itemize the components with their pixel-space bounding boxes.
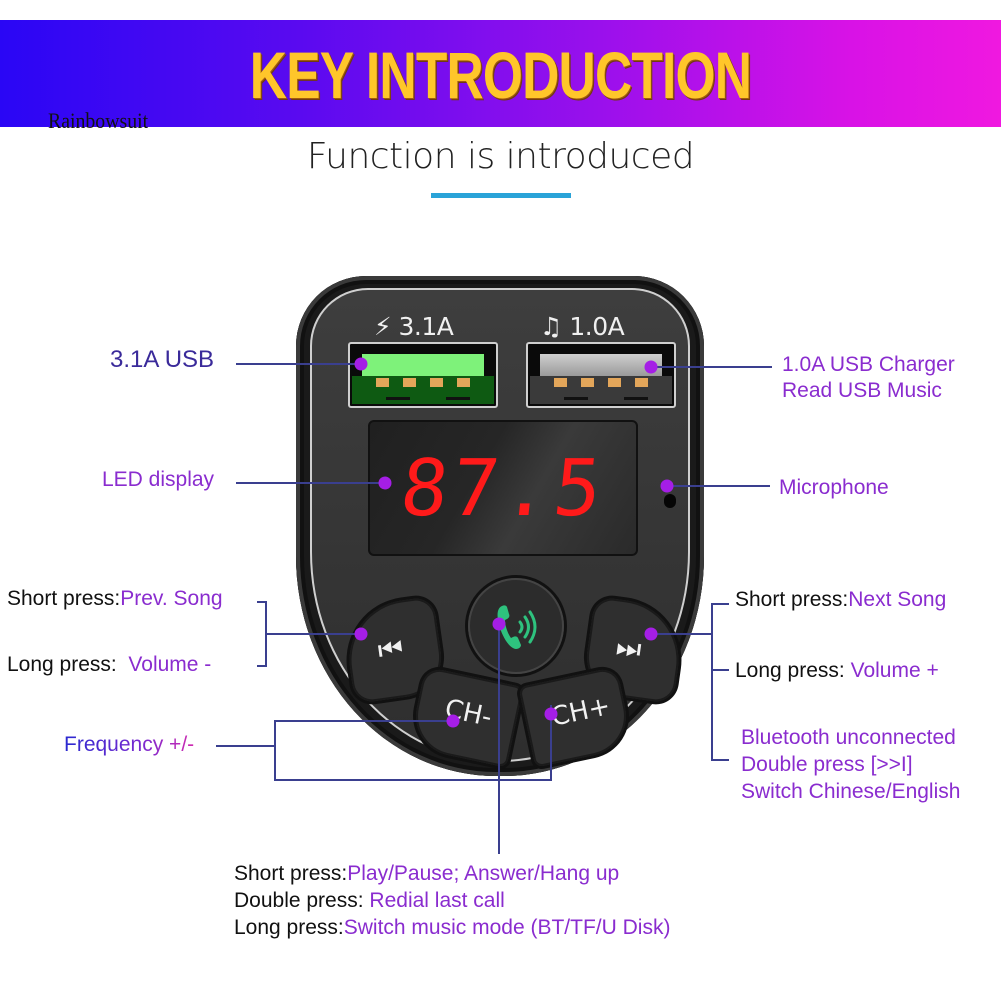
music-note-icon: ♫ xyxy=(540,312,562,341)
callout-line-prev xyxy=(266,633,360,635)
car-charger-device: ⚡ 3.1A ♫ 1.0A 87.5 xyxy=(296,276,704,776)
bracket-next-mid xyxy=(711,669,729,671)
callout-dot-usb-1-0a xyxy=(644,360,658,374)
callout-line-microphone xyxy=(668,485,770,487)
label-next-extra-2: Double press [>>I] xyxy=(741,753,913,776)
next-long-key: Long press: xyxy=(735,659,845,682)
page-subtitle: Function is introduced xyxy=(306,136,695,177)
callout-dot-call xyxy=(492,617,506,631)
label-call-double: Double press: Redial last call xyxy=(234,888,505,913)
call-double-key: Double press: xyxy=(234,889,364,912)
usb-base xyxy=(352,376,494,404)
next-long-value: Volume + xyxy=(850,659,939,682)
callout-dot-usb-3-1a xyxy=(354,357,368,371)
lightning-icon: ⚡ xyxy=(374,312,392,341)
prev-short-value: Prev. Song xyxy=(120,587,223,610)
bracket-frequency-vertical xyxy=(274,720,276,781)
label-frequency: Frequency +/- xyxy=(64,733,195,756)
label-prev-short: Short press:Prev. Song xyxy=(7,586,223,611)
call-play-button[interactable] xyxy=(468,578,564,674)
call-long-value: Switch music mode (BT/TF/U Disk) xyxy=(343,916,671,939)
label-usb-1-0a-line1: 1.0A USB Charger xyxy=(782,353,955,376)
call-long-key: Long press: xyxy=(234,916,344,939)
port-right-label: ♫ 1.0A xyxy=(540,312,625,341)
ch-plus-label: CH+ xyxy=(548,691,614,733)
label-call-short: Short press:Play/Pause; Answer/Hang up xyxy=(234,861,619,886)
label-prev-long: Long press: Volume - xyxy=(7,652,211,677)
bracket-next-vertical xyxy=(711,603,713,761)
device-face: ⚡ 3.1A ♫ 1.0A 87.5 xyxy=(310,288,690,768)
next-short-value: Next Song xyxy=(848,588,947,611)
call-double-value: Redial last call xyxy=(369,889,505,912)
label-microphone: Microphone xyxy=(779,476,889,499)
next-short-key: Short press: xyxy=(735,588,849,611)
header-banner: KEY INTRODUCTION xyxy=(0,20,1001,127)
port-left-amps: 3.1A xyxy=(398,312,454,341)
phone-bluetooth-icon xyxy=(497,605,537,649)
rewind-icon: ⏮ xyxy=(375,630,406,668)
usb-base xyxy=(530,376,672,404)
led-display: 87.5 xyxy=(368,420,638,556)
channel-plus-button[interactable]: CH+ xyxy=(518,666,634,768)
prev-long-key: Long press: xyxy=(7,653,117,676)
prev-short-key: Short press: xyxy=(7,587,121,610)
callout-line-next xyxy=(652,633,712,635)
callout-line-usb-3-1a xyxy=(236,363,360,365)
label-next-short: Short press:Next Song xyxy=(735,587,946,612)
callout-dot-led xyxy=(378,476,392,490)
banner-title: KEY INTRODUCTION xyxy=(249,38,752,112)
display-frequency: 87.5 xyxy=(396,444,610,534)
bracket-frequency-top xyxy=(274,720,454,722)
call-short-value: Play/Pause; Answer/Hang up xyxy=(347,862,620,885)
port-right-amps: 1.0A xyxy=(569,312,625,341)
usb-tongue xyxy=(540,354,662,376)
subtitle-underline xyxy=(431,193,571,198)
bracket-prev-bottom xyxy=(257,665,266,667)
bracket-next-top xyxy=(711,603,729,605)
usb-pins xyxy=(554,378,648,387)
callout-dot-prev xyxy=(354,627,368,641)
prev-long-value: Volume - xyxy=(128,653,212,676)
callout-dot-microphone xyxy=(660,479,674,493)
label-next-long: Long press: Volume + xyxy=(735,658,939,683)
label-call-long: Long press:Switch music mode (BT/TF/U Di… xyxy=(234,915,670,940)
label-next-extra-1: Bluetooth unconnected xyxy=(741,726,956,749)
callout-dot-ch-plus xyxy=(544,707,558,721)
label-next-extra-3: Switch Chinese/English xyxy=(741,780,961,803)
microphone-hole xyxy=(664,494,676,508)
bracket-frequency-bottom xyxy=(274,779,551,781)
bracket-next-bottom xyxy=(711,759,729,761)
callout-line-call xyxy=(498,624,500,854)
label-usb-3-1a: 3.1A USB xyxy=(110,346,215,373)
callout-dot-next xyxy=(644,627,658,641)
usb-pins xyxy=(376,378,470,387)
usb-port-3-1a[interactable] xyxy=(348,342,498,408)
fast-forward-icon: ⏭ xyxy=(614,629,644,666)
bracket-frequency-right xyxy=(550,705,552,781)
callout-line-led xyxy=(236,482,384,484)
call-short-key: Short press: xyxy=(234,862,348,885)
port-left-label: ⚡ 3.1A xyxy=(374,312,454,341)
callout-line-frequency xyxy=(216,745,274,747)
channel-minus-button[interactable]: CH- xyxy=(408,666,524,768)
callout-line-usb-1-0a xyxy=(652,366,772,368)
label-usb-1-0a-line2: Read USB Music xyxy=(782,379,942,402)
usb-tongue xyxy=(362,354,484,376)
label-led-display: LED display xyxy=(102,468,215,491)
callout-dot-ch-minus xyxy=(446,714,460,728)
usb-port-1-0a[interactable] xyxy=(526,342,676,408)
bracket-prev-top xyxy=(257,601,266,603)
watermark: Rainbowsuit xyxy=(48,108,149,133)
